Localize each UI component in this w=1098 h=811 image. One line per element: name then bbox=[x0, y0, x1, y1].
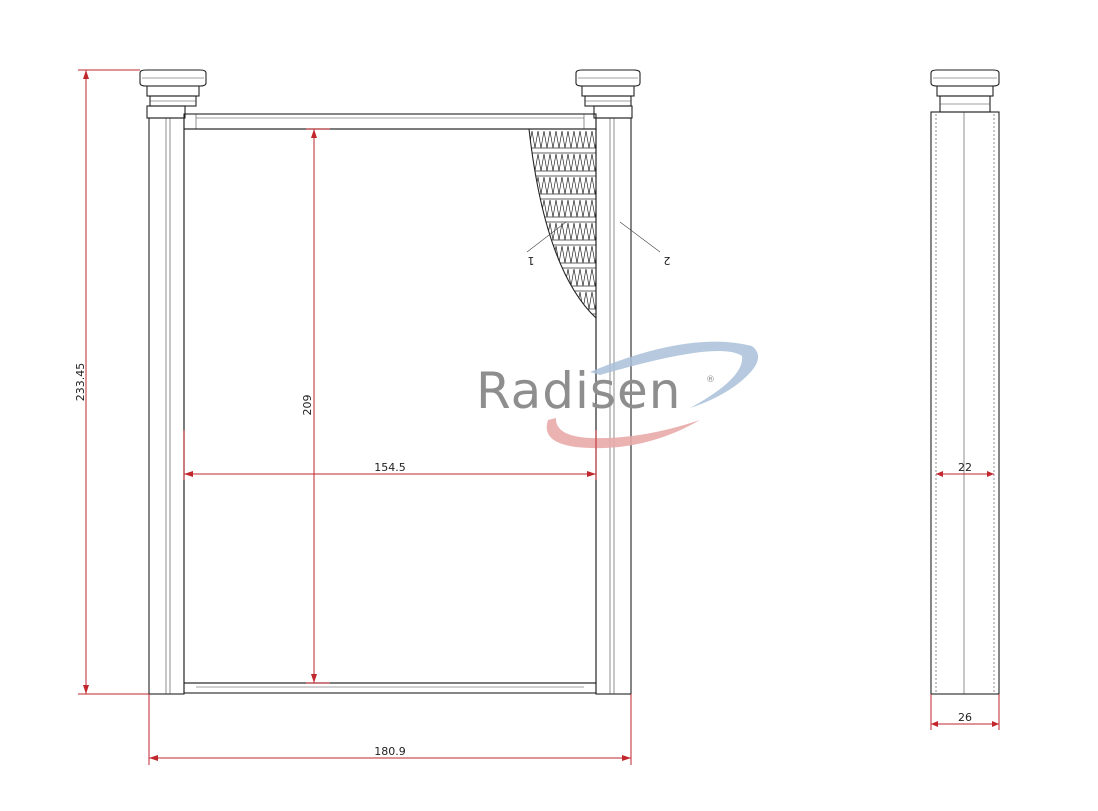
radisen-logo: Radisen ® bbox=[476, 341, 759, 449]
fin-zigzag bbox=[529, 291, 596, 310]
fin-zigzag bbox=[529, 130, 596, 149]
fin-tube-plate bbox=[529, 285, 596, 292]
dimension-lines bbox=[78, 69, 1000, 765]
fin-zigzag bbox=[529, 314, 596, 318]
dim-side-inner: 22 bbox=[958, 461, 972, 474]
side-view bbox=[930, 69, 1000, 695]
dim-side-outer: 26 bbox=[958, 711, 972, 724]
left-pipe-fitting bbox=[139, 69, 207, 119]
fin-tube-plate bbox=[529, 193, 596, 200]
dim-overall-width: 180.9 bbox=[374, 745, 406, 758]
logo-swoosh-red bbox=[546, 418, 700, 449]
fin-zigzag bbox=[529, 153, 596, 172]
fin-zigzag bbox=[529, 199, 596, 218]
right-pipe-fitting bbox=[575, 69, 641, 119]
logo-wordmark: Radisen bbox=[476, 362, 681, 420]
bottom-header-tank bbox=[183, 682, 597, 694]
fin-tube-plate bbox=[529, 170, 596, 177]
fin-tube-plate bbox=[520, 332, 600, 337]
dim-overall-height: 233.45 bbox=[74, 363, 87, 402]
callout-leaders bbox=[526, 221, 661, 253]
left-side-tube bbox=[148, 117, 185, 695]
fin-zigzag bbox=[529, 268, 596, 287]
dim-core-height: 209 bbox=[301, 395, 314, 416]
fin-tube-plate bbox=[529, 239, 596, 246]
callout-part-2: 2 bbox=[664, 254, 671, 267]
fin-zigzag bbox=[529, 222, 596, 241]
fin-cutaway-detail bbox=[520, 128, 600, 337]
logo-swoosh-blue bbox=[590, 341, 759, 408]
logo-registered-mark: ® bbox=[706, 375, 715, 385]
callout-part-1: 1 bbox=[528, 254, 535, 267]
top-header-tank bbox=[183, 113, 597, 130]
fin-tube-plate bbox=[529, 147, 596, 154]
fin-tube-plate bbox=[529, 216, 596, 223]
fin-zigzag bbox=[529, 176, 596, 195]
dim-core-width: 154.5 bbox=[374, 461, 406, 474]
